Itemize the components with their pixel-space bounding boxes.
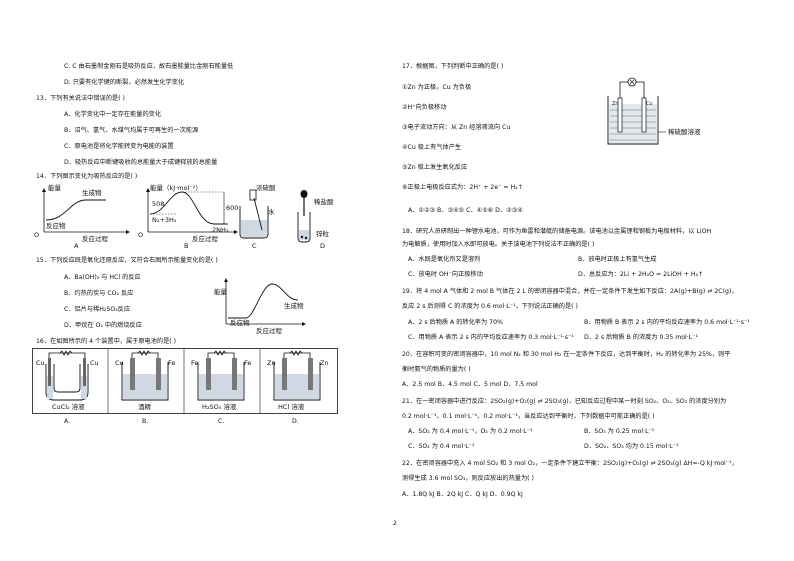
q17-cu-label: Cu bbox=[646, 101, 653, 107]
q14b-ylabel: 能量（kJ·mol⁻¹） bbox=[150, 184, 202, 192]
q16a-solution: CuCl₂ 溶液 bbox=[52, 403, 85, 411]
q16b-solution: 酒精 bbox=[138, 403, 151, 411]
q20-options: A．2.5 mol B．4.5 mol C．5 mol D．7.5 mol bbox=[402, 381, 538, 388]
q16-option-d: D. bbox=[292, 418, 299, 425]
q14b-product: 2NH₃ bbox=[212, 226, 229, 234]
q21-option-b: B．SO₃ 为 0.25 mol·L⁻¹ bbox=[584, 428, 655, 435]
q19-line-2: 反应 2 s 后测得 C 的浓度为 0.6 mol·L⁻¹，下列说法正确的是( … bbox=[402, 303, 578, 310]
q22-options: A．1.8Q kJ B．2Q kJ C．Q kJ D．0.9Q kJ bbox=[402, 491, 523, 498]
q16c-electrode-2: Fe bbox=[244, 359, 252, 367]
q14b-reactant: N₂+3H₂ bbox=[152, 216, 177, 224]
q14-figure-c: 浓硫酸 水 C bbox=[234, 184, 284, 250]
q14a-letter: A bbox=[74, 242, 79, 250]
q14c-water-label: 水 bbox=[268, 208, 275, 216]
q16-option-a: A. bbox=[64, 418, 71, 425]
q22-line-1: 22．在密闭容器中充入 4 mol SO₂ 和 3 mol O₂，一定条件下建立… bbox=[402, 460, 738, 467]
q14b-process-label: 反应过程 bbox=[192, 235, 218, 243]
q16-option-b: B. bbox=[142, 418, 149, 425]
q16a-electrode-2: Cu bbox=[90, 359, 99, 367]
q20-line-1: 20．在容积可变的密闭容器中，10 mol N₂ 和 30 mol H₂ 在一定… bbox=[402, 351, 731, 358]
q14b-value-600: 600 bbox=[226, 204, 239, 212]
q15-option-b: B．灼热的炭与 CO₂ 反应 bbox=[64, 290, 134, 297]
q16c-solution: H₂SO₄ 溶液 bbox=[202, 403, 237, 411]
q19-option-c: C．用物质 A 表示 2 s 内的平均反应速率为 0.3 mol·L⁻¹·s⁻¹ bbox=[408, 334, 574, 341]
q17-statement-6: ⑥正极上电极反应式为：2H⁺ + 2e⁻ = H₂↑ bbox=[402, 184, 523, 191]
q17-options: A．①②③ B．③④⑤ C．④⑤⑥ D．②③④ bbox=[408, 207, 523, 214]
q17-zn-label: Zn bbox=[612, 101, 619, 107]
q17-figure: Zn Cu 稀硫酸溶液 bbox=[604, 74, 714, 154]
q21-option-d: D．SO₂、SO₃ 均为 0.15 mol·L⁻¹ bbox=[584, 443, 679, 450]
q14d-metal-label: 锌粒 bbox=[316, 230, 329, 238]
q14-figure-b: 能量（kJ·mol⁻¹） 508 600 N₂+3H₂ 2NH₃ O 反应过程 … bbox=[136, 184, 240, 250]
q17-solution-label: 稀硫酸溶液 bbox=[668, 128, 701, 136]
q15-option-d: D．甲烷在 O₂ 中的燃烧反应 bbox=[64, 322, 142, 329]
q19-option-a: A．2 s 后物质 A 的转化率为 70% bbox=[408, 319, 503, 326]
q14b-letter: B bbox=[184, 242, 189, 250]
q14a-reactant-label: 反应物 bbox=[46, 222, 66, 230]
q14-stem: 14．下列图示变化为吸热反应的是( ) bbox=[36, 173, 138, 180]
q16-figure: Cu Cu CuCl₂ 溶液 Cu Fe 酒精 Fe Fe H₂SO₄ 溶液 Z… bbox=[32, 348, 338, 414]
q15-process-label: 反应过程 bbox=[256, 327, 282, 335]
q20-line-2: 衡时氨气的物质的量为( ) bbox=[402, 366, 471, 373]
q18-line-2: 为电解质，使用时加入水即可放电。关于该电池下列说法不正确的是( ) bbox=[402, 241, 595, 248]
q14-figure-a: 能量 生成物 反应物 O 反应过程 A bbox=[32, 184, 132, 250]
page-number: 2 bbox=[393, 520, 397, 527]
q15-figure: 能量 生成物 反应物 反应过程 bbox=[214, 276, 310, 335]
q21-option-c: C．SO₂ 为 0.4 mol·L⁻¹ bbox=[408, 443, 475, 450]
q22-line-2: 测得生成 3.6 mol SO₃，则反应放出的热量为( ) bbox=[402, 475, 534, 482]
q13-option-a: A．化学变化中一定存在能量的变化 bbox=[64, 111, 162, 118]
q19-option-d: D．2 s 后物质 B 的浓度为 0.35 mol·L⁻¹ bbox=[584, 334, 698, 341]
q14a-product-label: 生成物 bbox=[82, 189, 102, 197]
q17-stem: 17．根据图，下列判断中正确的是( ) bbox=[402, 63, 504, 70]
q14c-acid-label: 浓硫酸 bbox=[256, 184, 276, 192]
q18-option-c: C．放电时 OH⁻向正极移动 bbox=[408, 271, 483, 278]
q16c-electrode-1: Fe bbox=[191, 359, 199, 367]
q21-option-a: A．SO₂ 为 0.4 mol·L⁻¹，O₂ 为 0.2 mol·L⁻¹ bbox=[408, 428, 533, 435]
q15-product-label: 生成物 bbox=[284, 302, 304, 310]
q14d-letter: D bbox=[320, 242, 326, 250]
q13-option-b: B．沼气、氢气、水煤气均属于可再生的一次能源 bbox=[64, 127, 199, 134]
q15-option-a: A．Ba(OH)₂ 与 HCl 的反应 bbox=[64, 274, 141, 281]
q14c-letter: C bbox=[252, 242, 257, 250]
q19-line-1: 19．将 4 mol A 气体和 2 mol B 气体在 2 L 的密闭容器中混… bbox=[402, 288, 738, 295]
q16-option-c: C. bbox=[218, 418, 225, 425]
q16d-electrode-2: Zn bbox=[320, 359, 329, 367]
q21-line-1: 21．在一密闭容器中进行反应：2SO₂(g)+O₂(g) ⇌ 2SO₃(g)，已… bbox=[402, 398, 727, 405]
q14-figure-d: 稀盐酸 锌粒 D bbox=[290, 186, 350, 250]
q18-option-d: D．总反应为：2Li + 2H₂O = 2LiOH + H₂↑ bbox=[578, 271, 704, 278]
q15-reactant-label: 反应物 bbox=[230, 319, 250, 327]
q17-statement-4: ④Cu 极上有气体产生 bbox=[402, 144, 462, 151]
q14b-origin: O bbox=[138, 231, 144, 239]
q15-option-c: C．铝片与稀H₂SO₄反应 bbox=[64, 306, 131, 313]
q14a-energy-label: 能量 bbox=[48, 184, 61, 192]
q15-stem: 15．下列反应既是氧化还原反应，又符合右图所示能量变化的是( ) bbox=[36, 257, 218, 264]
q17-statement-3: ③电子流动方向：从 Zn 经溶液流向 Cu bbox=[402, 124, 511, 131]
q21-line-2: 0.2 mol·L⁻¹、0.1 mol·L⁻¹、0.2 mol·L⁻¹，当反应达… bbox=[402, 413, 655, 420]
q18-option-b: B．放电时正极上有氢气生成 bbox=[578, 256, 657, 263]
q16b-electrode-1: Cu bbox=[115, 359, 124, 367]
q16d-solution: HCl 溶液 bbox=[278, 403, 305, 411]
q12-option-d: D. 只要有化学键的断裂，必然发生化学变化 bbox=[64, 79, 185, 86]
q16a-electrode-1: Cu bbox=[36, 359, 45, 367]
q15-energy-label: 能量 bbox=[214, 288, 227, 296]
q16-stem: 16．在如图所示的 4 个装置中，属于原电池的是( ) bbox=[36, 338, 177, 345]
q13-option-c: C．原电池是将化学能转变为电能的装置 bbox=[64, 143, 174, 150]
q14a-origin: O bbox=[34, 231, 40, 239]
q17-statement-1: ①Zn 为正极，Cu 为负极 bbox=[402, 84, 472, 91]
q17-statement-2: ②H⁺向负极移动 bbox=[402, 104, 447, 111]
q13-stem: 13．下列有关说法中错误的是( ) bbox=[36, 95, 125, 102]
q18-line-1: 18．研究人员研制出一种锂水电池，可作为鱼雷和潜艇的储备电源。该电池以金属锂和钢… bbox=[402, 228, 712, 235]
q14a-process-label: 反应过程 bbox=[82, 235, 108, 243]
q17-statement-5: ⑤Zn 极上发生氧化反应 bbox=[402, 164, 468, 171]
q13-option-d: D．吸热反应中断键吸收的总能量大于成键释放的总能量 bbox=[64, 159, 218, 166]
q14b-value-508: 508 bbox=[152, 200, 165, 208]
q14d-acid-label: 稀盐酸 bbox=[314, 198, 334, 206]
q16d-electrode-1: Zn bbox=[267, 359, 276, 367]
q16b-electrode-2: Fe bbox=[168, 359, 176, 367]
q19-option-b: B．用物质 B 表示 2 s 内的平均反应速率为 0.6 mol·L⁻¹·s⁻¹ bbox=[584, 319, 750, 326]
q12-option-c: C. C 由石墨制金刚石是吸热反应，故石墨能量比金刚石能量低 bbox=[64, 63, 234, 70]
q18-option-a: A．水既是氧化剂又是溶剂 bbox=[408, 256, 481, 263]
